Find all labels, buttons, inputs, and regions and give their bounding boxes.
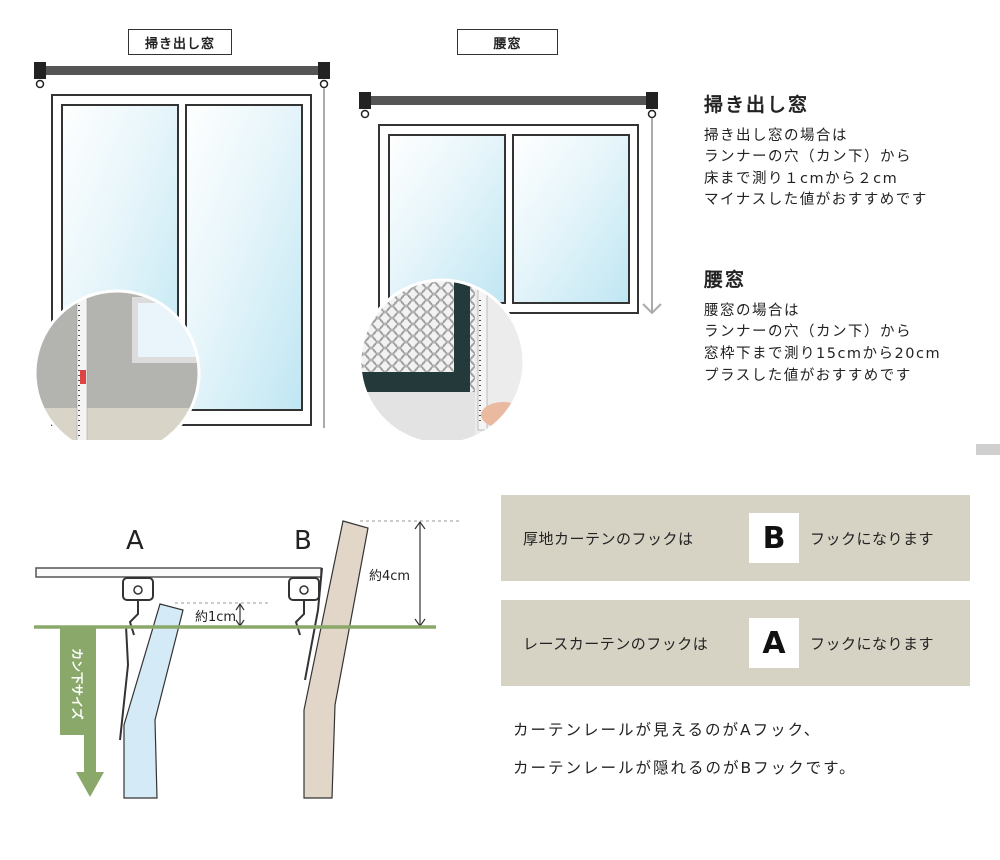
koshi-desc-line-3: 窓枠下まで測り15cmから20cm xyxy=(704,346,942,362)
koshi-runner-left xyxy=(360,109,370,119)
dim-1cm-label: 約1cm xyxy=(195,610,236,625)
koshi-window xyxy=(358,92,662,440)
haki-desc-line-4: マイナスした値がおすすめです xyxy=(704,192,928,208)
hook-box-lace-suffix: フックになります xyxy=(810,634,935,653)
label-a: A xyxy=(126,526,144,556)
hook-b xyxy=(288,520,369,799)
kanshita-text: カン下サイズ xyxy=(70,648,85,720)
hook-a xyxy=(119,577,184,799)
haki-runner-right xyxy=(319,79,329,89)
haki-rail-cap-right xyxy=(318,62,330,79)
koshi-rail xyxy=(365,96,655,105)
haki-desc-line-3: 床まで測り１cmから２cm xyxy=(704,171,899,187)
koshi-rail-cap-left xyxy=(359,92,371,109)
thick-curtain xyxy=(303,520,369,799)
dim-4cm-label: 約4cm xyxy=(369,569,410,584)
haki-window-label: 掃き出し窓 xyxy=(128,29,232,55)
haki-rail xyxy=(40,66,326,75)
koshi-glass-left xyxy=(388,134,506,304)
koshi-runner-right xyxy=(647,109,657,119)
lace-curtain xyxy=(123,603,184,799)
hook-box-thick-text: 厚地カーテンのフックは xyxy=(523,529,694,548)
hook-box-thick: 厚地カーテンのフックは B フックになります xyxy=(501,495,970,581)
koshi-desc-line-1: 腰窓の場合は xyxy=(704,303,800,319)
koshi-measure-arrow xyxy=(642,303,662,315)
koshi-rail-cap-right xyxy=(646,92,658,109)
hook-box-lace: レースカーテンのフックは A フックになります xyxy=(501,600,970,686)
kanshita-bar xyxy=(60,628,96,735)
haki-rail-cap-left xyxy=(34,62,46,79)
hook-box-lace-text: レースカーテンのフックは xyxy=(523,634,709,653)
haki-glass-right xyxy=(185,104,303,411)
bottom-line-2: カーテンレールが隠れるのがBフックです。 xyxy=(513,759,857,777)
window-illustrations xyxy=(33,62,662,440)
hook-box-lace-badge: A xyxy=(749,618,799,668)
bottom-line-1: カーテンレールが見えるのがAフック、 xyxy=(513,721,822,739)
label-b: B xyxy=(294,526,312,556)
koshi-desc-line-2: ランナーの穴（カン下）から xyxy=(704,324,912,340)
koshi-window-label: 腰窓 xyxy=(457,29,558,55)
koshi-desc-line-4: プラスした値がおすすめです xyxy=(704,368,912,384)
haki-desc-line-2: ランナーの穴（カン下）から xyxy=(704,149,912,165)
haki-window xyxy=(33,62,330,440)
kanshita-shaft xyxy=(84,734,96,774)
curtain-rail xyxy=(35,567,322,578)
hook-box-thick-badge: B xyxy=(749,513,799,563)
hook-box-thick-suffix: フックになります xyxy=(810,529,935,548)
haki-desc-line-1: 掃き出し窓の場合は xyxy=(704,128,848,144)
koshi-glass-right xyxy=(512,134,630,304)
side-scroll-tab[interactable] xyxy=(976,444,1000,455)
haki-desc-title: 掃き出し窓 xyxy=(704,94,810,116)
kanshita-arrowhead xyxy=(76,772,104,797)
koshi-desc-title: 腰窓 xyxy=(704,269,747,291)
hook-diagram: A B 約4cm 約1cm カン下サイズ xyxy=(34,520,462,799)
haki-runner-left xyxy=(35,79,45,89)
